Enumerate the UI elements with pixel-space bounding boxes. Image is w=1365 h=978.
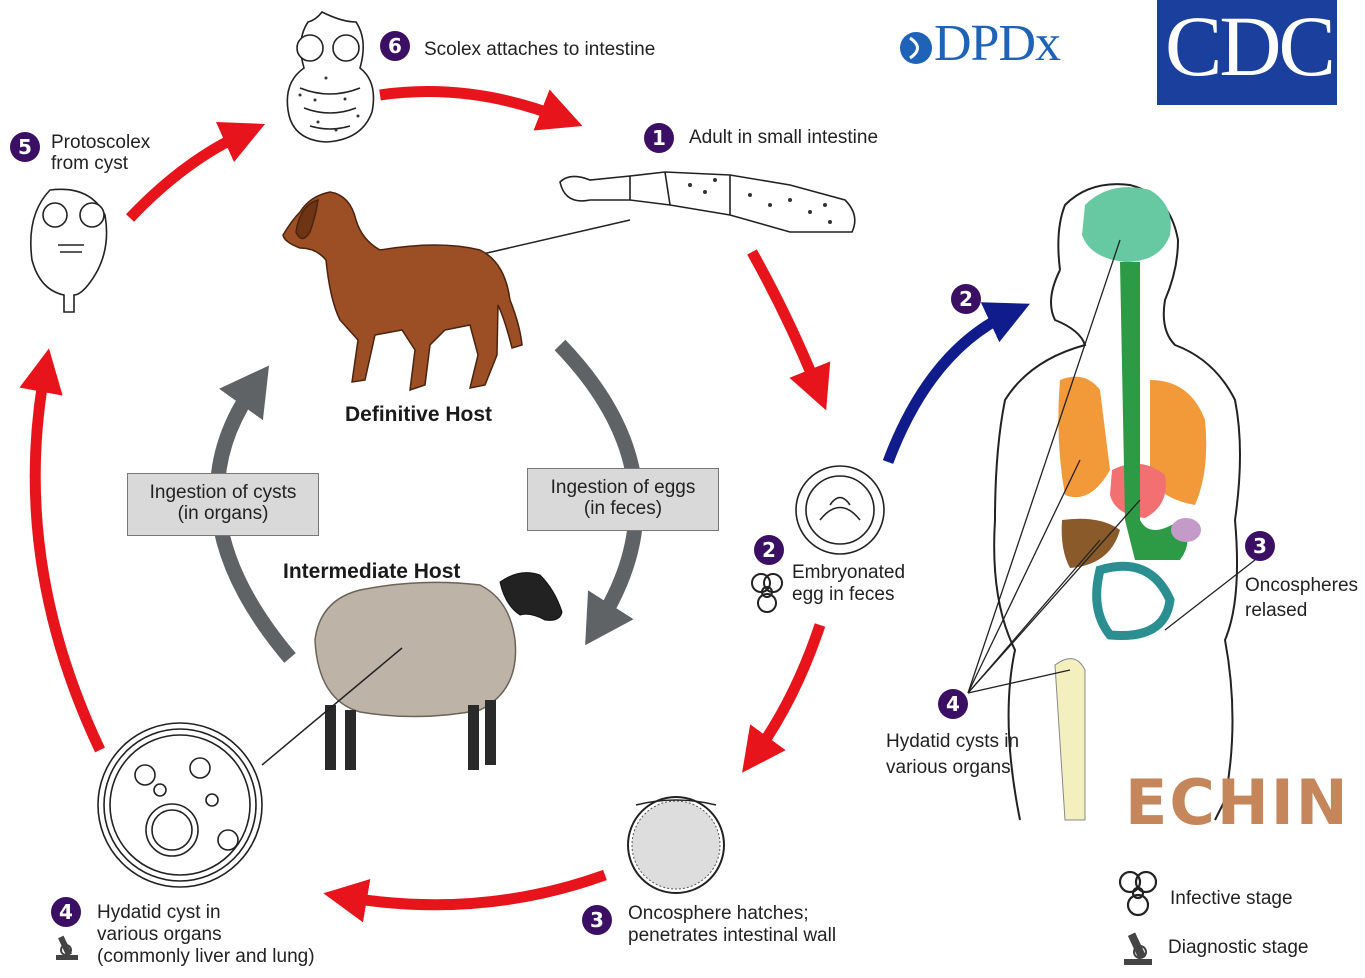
- human-step-4-line1: Hydatid cysts in: [886, 729, 1019, 755]
- biohazard-icon: [752, 574, 782, 612]
- ingestion-cysts-box: Ingestion of cysts (in organs): [127, 473, 319, 536]
- step-4-label: Hydatid cyst in various organs (commonly…: [97, 902, 315, 968]
- human-step-3-line1: Oncospheres: [1245, 573, 1358, 598]
- step-4-badge: 4: [51, 897, 81, 927]
- arrow-to-human: [888, 313, 1010, 462]
- adult-worm-illustration: [560, 172, 855, 232]
- egg-illustration: [796, 466, 884, 554]
- step-2-line1: Embryonated: [792, 562, 905, 584]
- human-step-3-label: Oncospheres relased: [1245, 573, 1358, 623]
- ingestion-eggs-box: Ingestion of eggs (in feces): [527, 468, 719, 531]
- arrow-2-to-3: [755, 625, 820, 755]
- microscope-icon: [56, 936, 78, 960]
- human-step-2-badge: 2: [951, 284, 981, 314]
- ingestion-eggs-line1: Ingestion of eggs: [528, 477, 718, 498]
- step-5-line2: from cyst: [51, 153, 150, 174]
- human-pointer-lines: [968, 240, 1255, 693]
- step-3-badge: 3: [582, 905, 612, 935]
- arrow-3-to-4: [345, 875, 605, 905]
- step-4-line2: various organs: [97, 924, 315, 946]
- step-1-label: Adult in small intestine: [689, 127, 878, 149]
- oncosphere-illustration: [628, 797, 724, 893]
- dpdx-logo-mark: [900, 32, 932, 64]
- step-3-label: Oncosphere hatches; penetrates intestina…: [628, 903, 836, 947]
- cdc-logo: CDC: [1157, 0, 1337, 105]
- step-6-label: Scolex attaches to intestine: [424, 39, 655, 61]
- step-1-badge: 1: [644, 123, 674, 153]
- dpdx-logo: DPDx: [934, 14, 1060, 73]
- step-2-line2: egg in feces: [792, 584, 905, 606]
- step-2-badge: 2: [754, 535, 784, 565]
- step-2-label: Embryonated egg in feces: [792, 562, 905, 606]
- ingestion-cysts-line2: (in organs): [128, 503, 318, 524]
- step-6-badge: 6: [380, 31, 410, 61]
- human-illustration: [994, 184, 1240, 820]
- scolex-illustration: [287, 12, 373, 142]
- human-step-3-badge: 3: [1245, 531, 1275, 561]
- human-step-4-label: Hydatid cysts in various organs: [886, 729, 1019, 781]
- step-3-line2: penetrates intestinal wall: [628, 925, 836, 947]
- dog-illustration: [283, 192, 522, 390]
- intermediate-host-label: Intermediate Host: [283, 560, 460, 584]
- human-step-3-line2: relased: [1245, 598, 1358, 623]
- echin-watermark: ECHIN: [1125, 766, 1350, 839]
- hydatid-cyst-illustration: [98, 723, 262, 887]
- legend-infective-label: Infective stage: [1170, 888, 1293, 910]
- step-5-badge: 5: [10, 132, 40, 162]
- definitive-host-label: Definitive Host: [345, 403, 492, 427]
- step-4-line3: (commonly liver and lung): [97, 946, 315, 968]
- arrow-1-to-2: [752, 252, 818, 390]
- protoscolex-illustration: [31, 189, 107, 312]
- sheep-illustration: [315, 573, 562, 770]
- ingestion-eggs-line2: (in feces): [528, 498, 718, 519]
- legend-biohazard-icon: [1120, 872, 1156, 915]
- cdc-logo-text: CDC: [1165, 0, 1333, 96]
- step-3-line1: Oncosphere hatches;: [628, 903, 836, 925]
- step-5-line1: Protoscolex: [51, 132, 150, 153]
- arrow-4-to-5: [35, 370, 100, 750]
- human-step-4-badge: 4: [938, 689, 968, 719]
- step-4-line1: Hydatid cyst in: [97, 902, 315, 924]
- ingestion-cysts-line1: Ingestion of cysts: [128, 482, 318, 503]
- step-5-label: Protoscolex from cyst: [51, 132, 150, 174]
- legend-diagnostic-label: Diagnostic stage: [1168, 937, 1308, 959]
- arrow-6-to-1: [380, 92, 562, 118]
- human-step-4-line2: various organs: [886, 755, 1019, 781]
- legend-microscope-icon: [1124, 933, 1152, 965]
